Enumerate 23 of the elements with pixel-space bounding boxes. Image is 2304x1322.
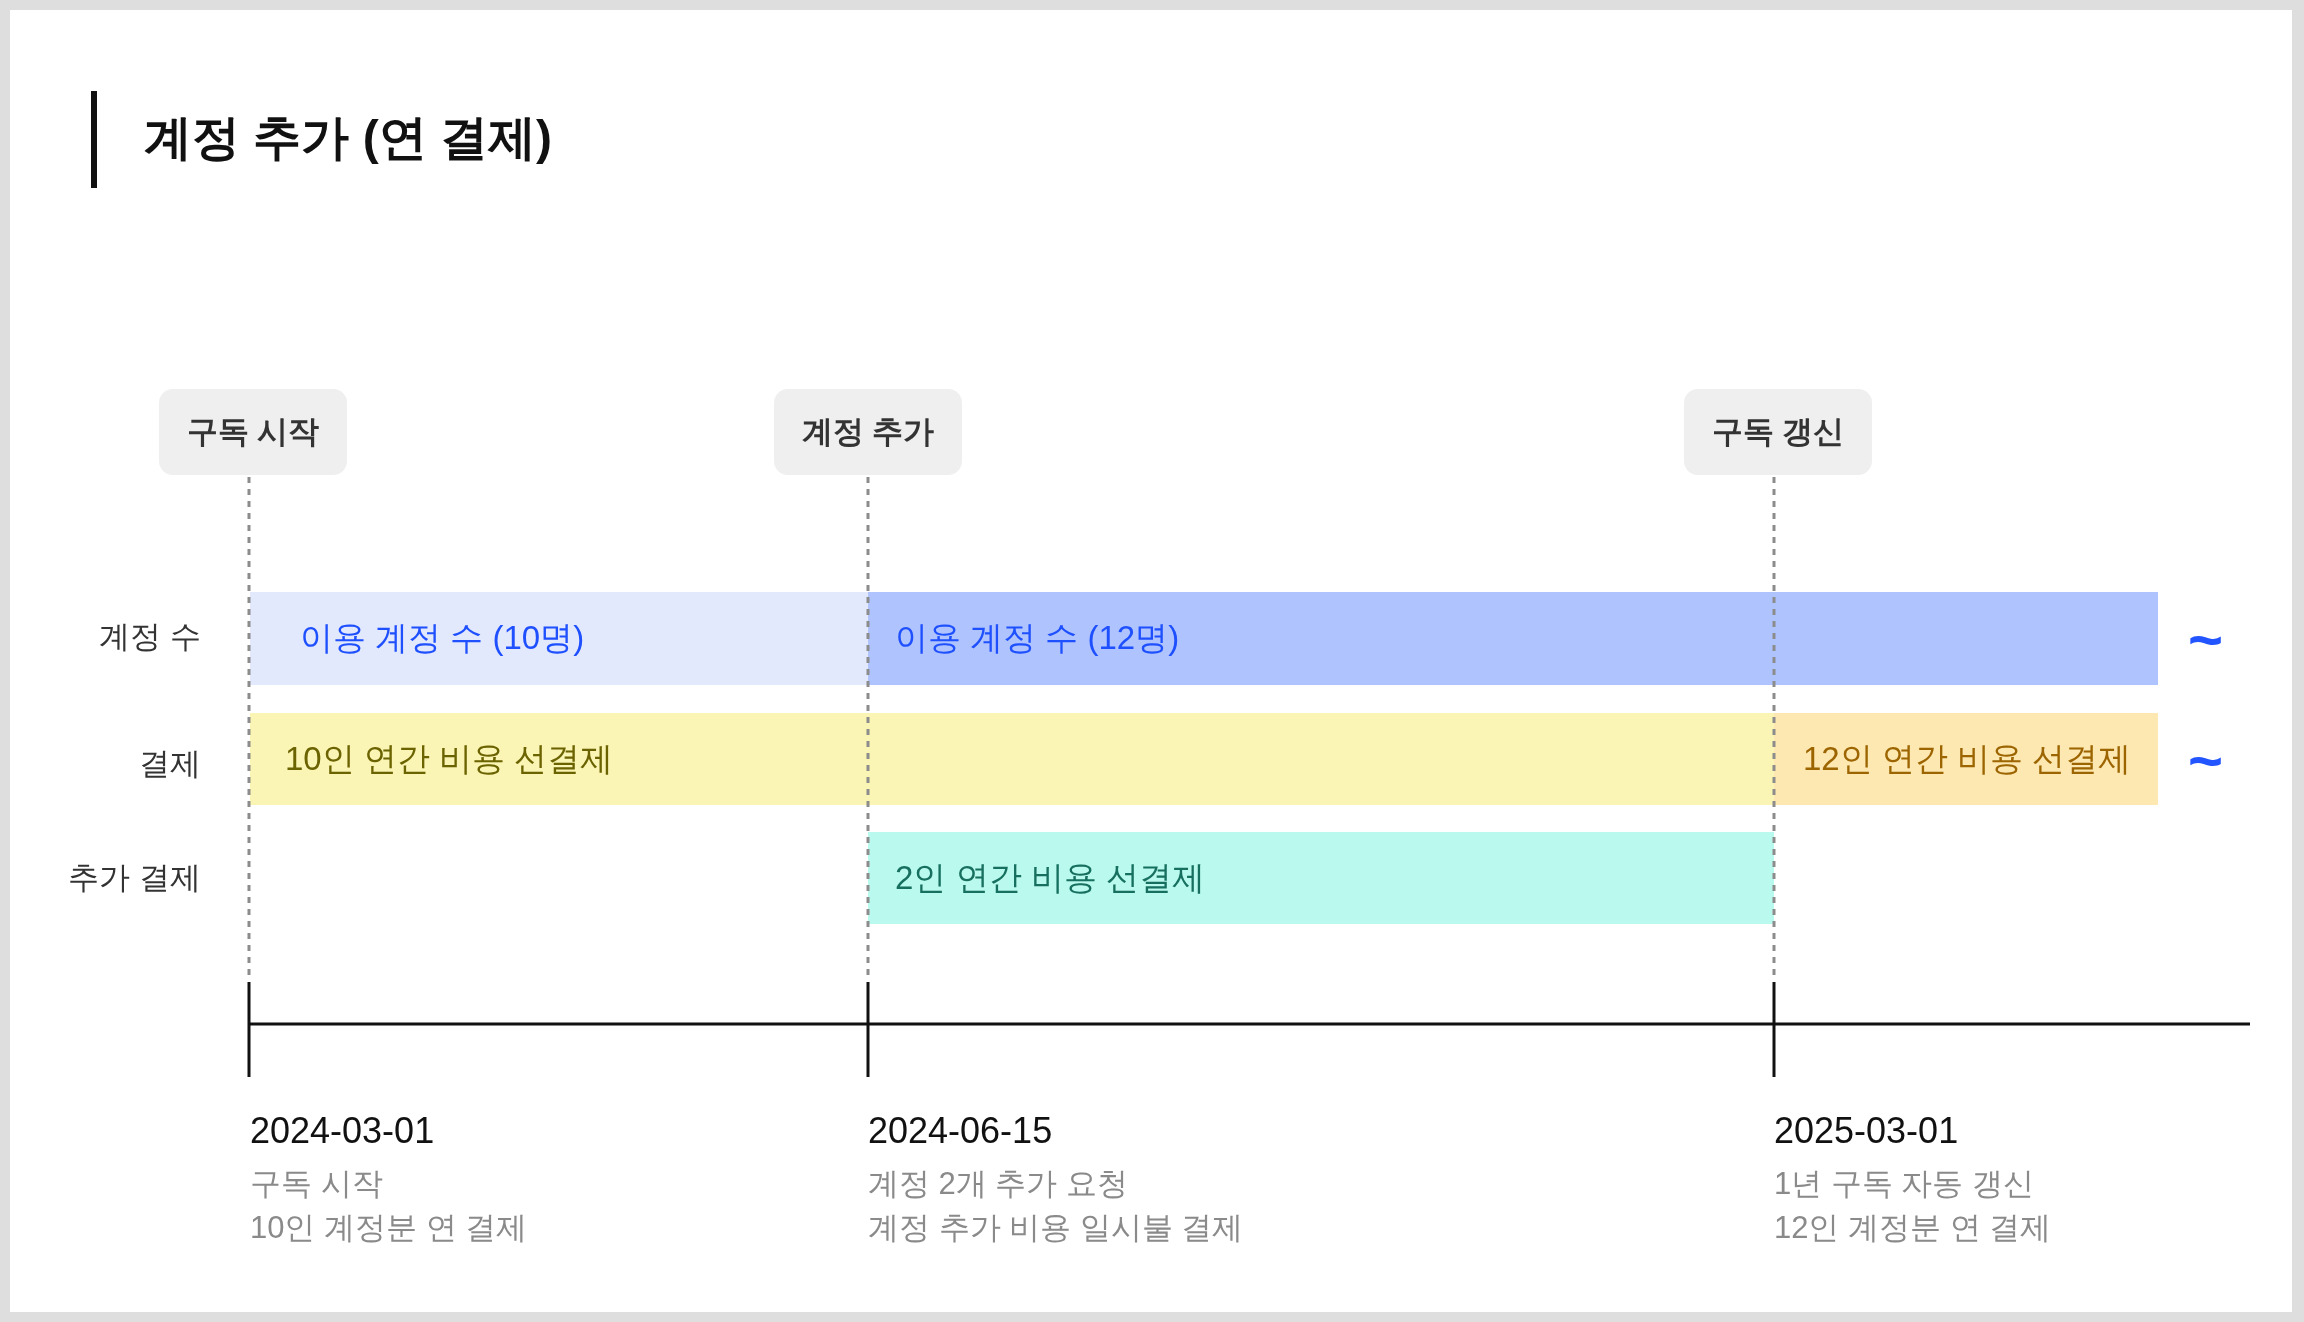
- event-note: 계정 추가 비용 일시불 결제: [868, 1208, 1244, 1246]
- timeline-bar: 10인 연간 비용 선결제: [250, 713, 1774, 805]
- event-note: 구독 시작: [250, 1164, 383, 1202]
- timeline-bar: 12인 연간 비용 선결제: [1774, 713, 2158, 805]
- date-label: 2024-03-01: [250, 1108, 435, 1152]
- title: 계정 추가 (연 결제): [144, 110, 552, 166]
- milestone-tag: 구독 시작: [159, 389, 347, 475]
- tilde-mark: ~: [2188, 605, 2224, 675]
- timeline-bar: 이용 계정 수 (10명): [250, 592, 868, 685]
- date-label: 2024-06-15: [868, 1108, 1053, 1152]
- event-note: 1년 구독 자동 갱신: [1774, 1164, 2035, 1202]
- row-label: 계정 수: [99, 617, 201, 655]
- event-note: 10인 계정분 연 결제: [250, 1208, 528, 1246]
- timeline-bar: 이용 계정 수 (12명): [868, 592, 2158, 685]
- event-note: 12인 계정분 연 결제: [1774, 1208, 2052, 1246]
- timeline-bar: 2인 연간 비용 선결제: [868, 832, 1774, 924]
- milestone-tag: 계정 추가: [774, 389, 962, 475]
- row-label: 추가 결제: [68, 858, 201, 896]
- row-label: 결제: [139, 744, 201, 782]
- tilde-mark: ~: [2188, 726, 2224, 796]
- event-note: 계정 2개 추가 요청: [868, 1164, 1129, 1202]
- milestone-tag: 구독 갱신: [1684, 389, 1872, 475]
- date-label: 2025-03-01: [1774, 1108, 1959, 1152]
